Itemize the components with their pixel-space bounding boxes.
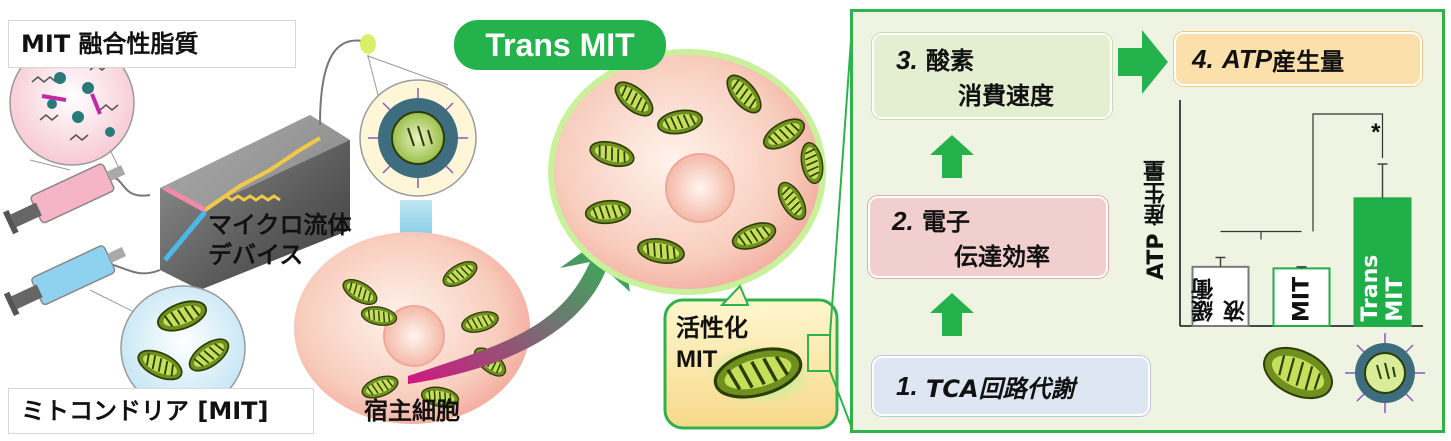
bar-labels: 緩衝液 MIT Trans MIT bbox=[1138, 98, 1428, 338]
host-cell-label: 宿主細胞 bbox=[352, 390, 472, 432]
lipid-label-text: MIT 融合性脂質 bbox=[21, 30, 199, 58]
mit-label: ミトコンドリア [MIT] bbox=[8, 388, 314, 434]
step-1-box: 1. TCA回路代謝 bbox=[872, 356, 1150, 416]
chart-category-label-0: 緩衝液 bbox=[1191, 278, 1249, 322]
activated-label-line2: MIT bbox=[676, 346, 718, 374]
step-3-box: 3. 酸素 消費速度 bbox=[872, 33, 1112, 119]
chart-bar-1 bbox=[1272, 267, 1331, 327]
step-2-box: 2. 電子 伝達効率 bbox=[868, 196, 1108, 278]
device-label-line2: デバイス bbox=[208, 241, 304, 269]
atp-chart: * bbox=[1138, 98, 1428, 338]
step-2-num: 2. bbox=[892, 206, 914, 236]
syringe-pink bbox=[2, 163, 126, 235]
flow-up-arrow-2to3 bbox=[930, 135, 974, 178]
chart-category-label-1: MIT bbox=[1289, 276, 1314, 322]
device-label: マイクロ流体 デバイス bbox=[208, 210, 352, 270]
step-1-text: TCA回路代謝 bbox=[926, 374, 1075, 403]
step-3-line1: 酸素 bbox=[926, 47, 975, 75]
step-2-line2: 伝達効率 bbox=[954, 243, 1050, 271]
flow-up-arrow-1to2 bbox=[930, 293, 974, 336]
atp-chart-svg: * bbox=[1179, 100, 1423, 327]
lipid-label: MIT 融合性脂質 bbox=[8, 20, 296, 68]
lipid-pink-tails bbox=[41, 93, 102, 115]
step-4-text1: ATP bbox=[1222, 43, 1273, 74]
chart-bar-0 bbox=[1191, 265, 1250, 327]
transfer-arrow bbox=[408, 225, 630, 384]
activated-label: 活性化 MIT bbox=[676, 312, 748, 377]
trans-mit-pill: Trans MIT bbox=[454, 20, 666, 70]
flow-right-arrow bbox=[1118, 30, 1168, 94]
step-4-text2: 産生量 bbox=[1272, 47, 1345, 76]
step-2-line1: 電子 bbox=[922, 208, 971, 236]
step-3-num: 3. bbox=[896, 45, 918, 75]
activated-label-line1: 活性化 bbox=[676, 314, 748, 342]
chart-category-label-2: Trans MIT bbox=[1357, 254, 1408, 322]
step-3-line2: 消費速度 bbox=[958, 82, 1054, 110]
syringe-blue bbox=[3, 245, 127, 317]
device-label-line1: マイクロ流体 bbox=[208, 211, 352, 239]
particle-spikes bbox=[368, 88, 468, 188]
step-1-num: 1. bbox=[896, 370, 918, 401]
step-4-num: 4. bbox=[1192, 43, 1214, 74]
host-cell-label-text: 宿主細胞 bbox=[364, 397, 460, 425]
mit-label-text: ミトコンドリア [MIT] bbox=[21, 397, 269, 425]
chart-significance-bracket bbox=[1220, 113, 1384, 240]
chart-significance-star: * bbox=[1371, 119, 1381, 146]
trans-mit-pill-text: Trans MIT bbox=[485, 26, 635, 63]
